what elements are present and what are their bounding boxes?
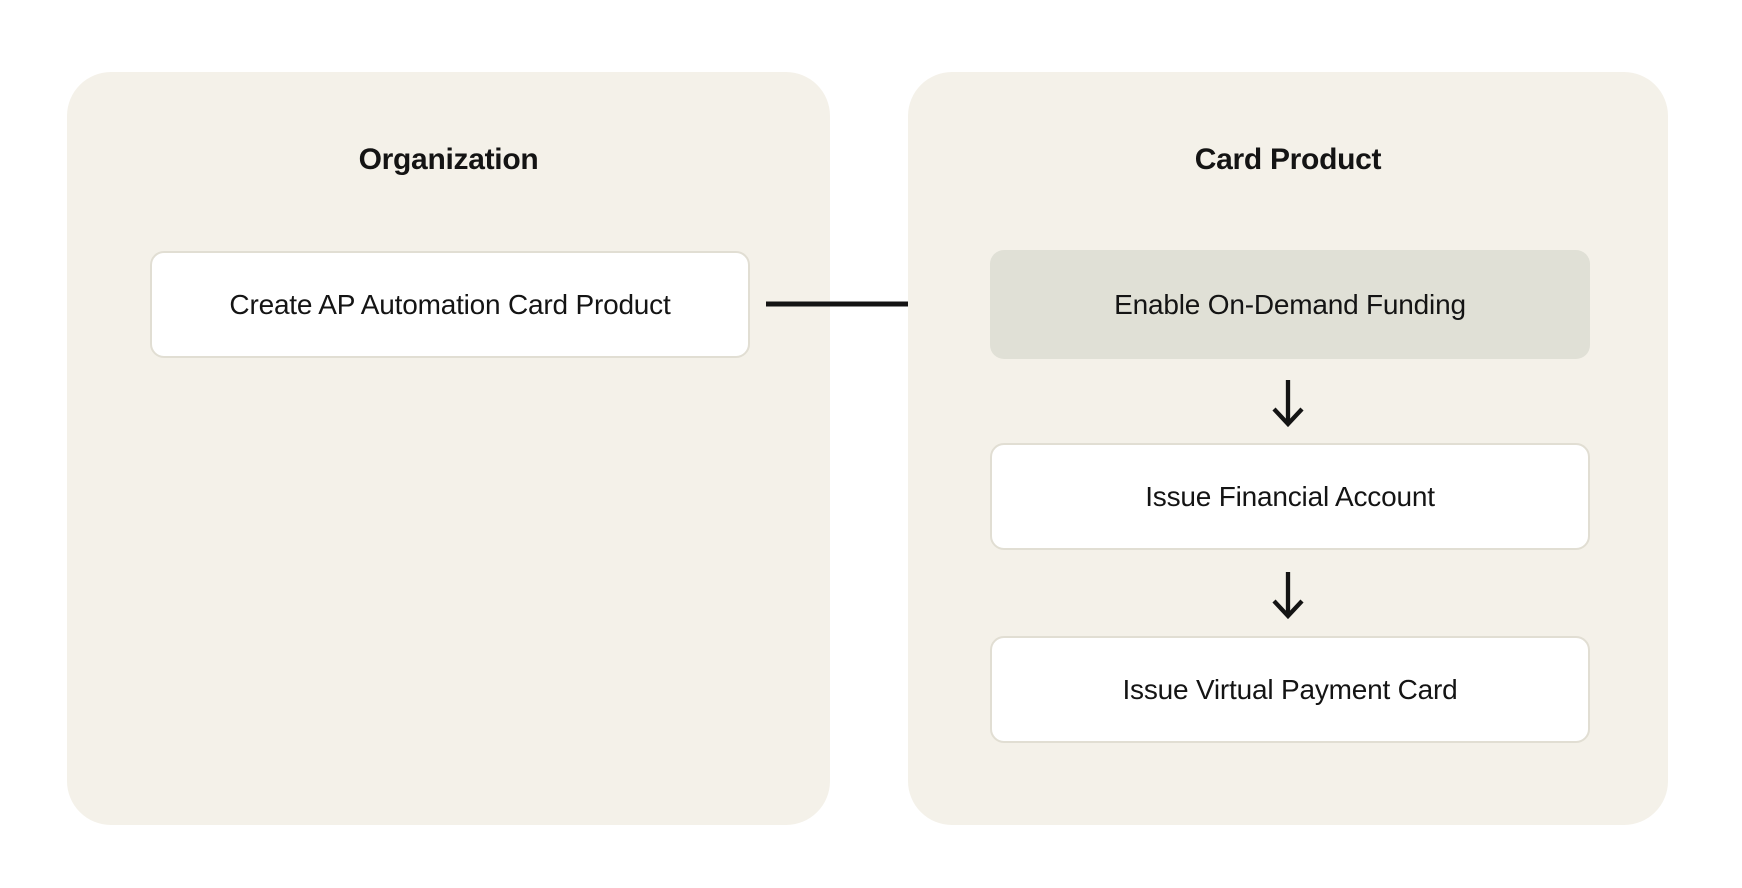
arrow-down-icon (1266, 569, 1310, 621)
organization-panel: Organization Create AP Automation Card P… (67, 72, 830, 825)
card-product-panel: Card Product Enable On-Demand Funding Is… (908, 72, 1668, 825)
node-create-ap-automation-card-product: Create AP Automation Card Product (150, 251, 750, 358)
node-label: Create AP Automation Card Product (229, 288, 671, 320)
arrow-down-icon (1266, 377, 1310, 429)
card-product-panel-title: Card Product (1194, 143, 1382, 176)
node-label: Enable On-Demand Funding (1114, 288, 1466, 320)
node-label: Issue Financial Account (1145, 480, 1435, 512)
node-issue-virtual-payment-card: Issue Virtual Payment Card (990, 636, 1590, 743)
node-enable-on-demand-funding: Enable On-Demand Funding (990, 250, 1590, 359)
node-label: Issue Virtual Payment Card (1122, 673, 1458, 705)
organization-panel-title: Organization (358, 143, 539, 176)
node-issue-financial-account: Issue Financial Account (990, 443, 1590, 550)
